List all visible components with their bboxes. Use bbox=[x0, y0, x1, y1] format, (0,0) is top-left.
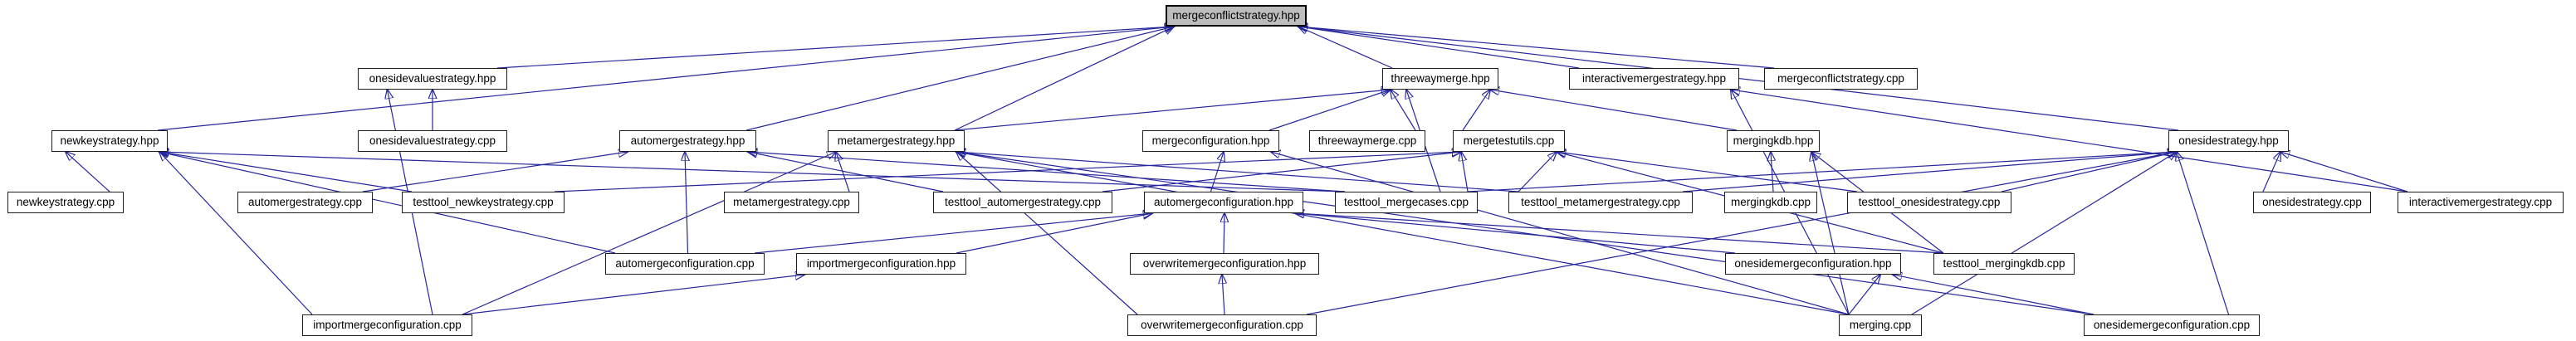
graph-edges bbox=[66, 27, 2408, 315]
graph-node-testtool_metamergestrategy_cpp[interactable]: testtool_metamergestrategy.cpp bbox=[1508, 192, 1693, 213]
graph-edge bbox=[159, 152, 1346, 192]
graph-node-interactivemergestrategy_cpp[interactable]: interactivemergestrategy.cpp bbox=[2398, 192, 2564, 213]
graph-edge bbox=[1557, 152, 1858, 192]
graph-node-automergeconfiguration_cpp[interactable]: automergeconfiguration.cpp bbox=[605, 253, 765, 275]
graph-edge bbox=[1771, 152, 1773, 192]
graph-node-onesidevaluestrategy_cpp[interactable]: onesidevaluestrategy.cpp bbox=[358, 130, 507, 152]
graph-edge bbox=[2001, 152, 2177, 192]
graph-node-mergeconflictstrategy_cpp[interactable]: mergeconflictstrategy.cpp bbox=[1764, 68, 1918, 90]
graph-edge bbox=[496, 27, 1174, 69]
graph-node-mergetestutils_cpp[interactable]: mergetestutils.cpp bbox=[1453, 130, 1565, 152]
graph-node-mergeconfiguration_hpp[interactable]: mergeconfiguration.hpp bbox=[1142, 130, 1279, 152]
graph-edge bbox=[1295, 213, 1736, 254]
graph-edge bbox=[754, 213, 1152, 254]
graph-edge bbox=[1306, 152, 2177, 315]
graph-edge bbox=[956, 152, 2095, 315]
graph-edge bbox=[748, 152, 944, 192]
graph-edge bbox=[1391, 90, 1416, 131]
graph-edge bbox=[1518, 152, 1557, 192]
graph-node-onesidemergeconfiguration_hpp[interactable]: onesidemergeconfiguration.hpp bbox=[1725, 253, 1901, 275]
graph-node-newkeystrategy_hpp[interactable]: newkeystrategy.hpp bbox=[51, 130, 168, 152]
graph-node-threewaymerge_hpp[interactable]: threewaymerge.hpp bbox=[1382, 68, 1498, 90]
graph-edge bbox=[1682, 152, 2177, 192]
graph-node-mergingkdb_hpp[interactable]: mergingkdb.hpp bbox=[1727, 130, 1820, 152]
graph-edge bbox=[2280, 152, 2408, 192]
graph-edge bbox=[1462, 90, 1490, 131]
graph-edge bbox=[157, 27, 1174, 131]
graph-edge bbox=[956, 152, 1850, 315]
graph-node-importmergeconfiguration_hpp[interactable]: importmergeconfiguration.hpp bbox=[796, 253, 966, 275]
graph-node-mergeconflictstrategy_hpp[interactable]: mergeconflictstrategy.hpp bbox=[1166, 5, 1307, 27]
graph-node-testtool_mergingkdb_cpp[interactable]: testtool_mergingkdb.cpp bbox=[1933, 253, 2075, 275]
graph-edge bbox=[1298, 27, 1775, 69]
graph-node-importmergeconfiguration_cpp[interactable]: importmergeconfiguration.cpp bbox=[302, 314, 472, 336]
graph-node-metamergestrategy_hpp[interactable]: metamergestrategy.hpp bbox=[828, 130, 965, 152]
graph-edge bbox=[1490, 90, 1738, 131]
graph-edge bbox=[1271, 152, 1850, 315]
graph-edge bbox=[1467, 152, 2177, 192]
graph-node-onesidevaluestrategy_hpp[interactable]: onesidevaluestrategy.hpp bbox=[358, 68, 507, 90]
graph-edge bbox=[956, 213, 1152, 254]
graph-edge bbox=[1222, 275, 1224, 315]
graph-edge bbox=[1911, 152, 2177, 315]
graph-node-onesidestrategy_cpp[interactable]: onesidestrategy.cpp bbox=[2253, 192, 2371, 213]
graph-edge bbox=[1298, 27, 1393, 69]
graph-node-overwritemergeconfiguration_cpp[interactable]: overwritemergeconfiguration.cpp bbox=[1127, 314, 1317, 336]
graph-node-automergeconfiguration_hpp[interactable]: automergeconfiguration.hpp bbox=[1144, 192, 1303, 213]
graph-node-automergestrategy_hpp[interactable]: automergestrategy.hpp bbox=[619, 130, 756, 152]
graph-edge bbox=[2177, 152, 2230, 315]
graph-node-interactivemergestrategy_hpp[interactable]: interactivemergestrategy.hpp bbox=[1569, 68, 1739, 90]
graph-edge bbox=[685, 152, 688, 254]
graph-edge bbox=[1848, 275, 1880, 315]
graph-node-automergestrategy_cpp[interactable]: automergestrategy.cpp bbox=[237, 192, 373, 213]
graph-edge bbox=[1731, 90, 2408, 192]
graph-edge bbox=[554, 152, 1461, 192]
graph-edge bbox=[462, 275, 804, 315]
graph-node-onesidemergeconfiguration_cpp[interactable]: onesidemergeconfiguration.cpp bbox=[2084, 314, 2260, 336]
graph-node-mergingkdb_cpp[interactable]: mergingkdb.cpp bbox=[1724, 192, 1817, 213]
graph-node-testtool_newkeystrategy_cpp[interactable]: testtool_newkeystrategy.cpp bbox=[402, 192, 565, 213]
graph-edge bbox=[159, 152, 616, 254]
graph-edge bbox=[1298, 27, 1580, 69]
graph-edge bbox=[159, 152, 313, 315]
graph-edge bbox=[954, 90, 1391, 131]
graph-node-overwritemergeconfiguration_hpp[interactable]: overwritemergeconfiguration.hpp bbox=[1130, 253, 1319, 275]
graph-edge bbox=[1102, 152, 1461, 192]
graph-edge bbox=[1210, 152, 1224, 192]
graph-edge bbox=[1295, 213, 1944, 254]
graph-node-newkeystrategy_cpp[interactable]: newkeystrategy.cpp bbox=[7, 192, 124, 213]
graph-node-testtool_onesidestrategy_cpp[interactable]: testtool_onesidestrategy.cpp bbox=[1847, 192, 2011, 213]
graph-edge bbox=[362, 152, 628, 192]
graph-node-onesidestrategy_hpp[interactable]: onesidestrategy.hpp bbox=[2168, 130, 2289, 152]
graph-edge bbox=[1893, 275, 2095, 315]
graph-node-threewaymerge_cpp[interactable]: threewaymerge.cpp bbox=[1309, 130, 1425, 152]
graph-node-merging_cpp[interactable]: merging.cpp bbox=[1839, 314, 1922, 336]
graph-edge bbox=[1268, 90, 1391, 131]
graph-node-testtool_automergestrategy_cpp[interactable]: testtool_automergestrategy.cpp bbox=[933, 192, 1112, 213]
graph-edge bbox=[954, 27, 1174, 131]
graph-node-metamergestrategy_cpp[interactable]: metamergestrategy.cpp bbox=[724, 192, 859, 213]
graph-edge bbox=[66, 152, 110, 192]
graph-edge bbox=[745, 27, 1174, 131]
graph-node-testtool_mergecases_cpp[interactable]: testtool_mergecases.cpp bbox=[1335, 192, 1478, 213]
graph-edge bbox=[159, 152, 413, 192]
graph-edge bbox=[462, 152, 836, 315]
graph-edge bbox=[1461, 152, 1469, 192]
